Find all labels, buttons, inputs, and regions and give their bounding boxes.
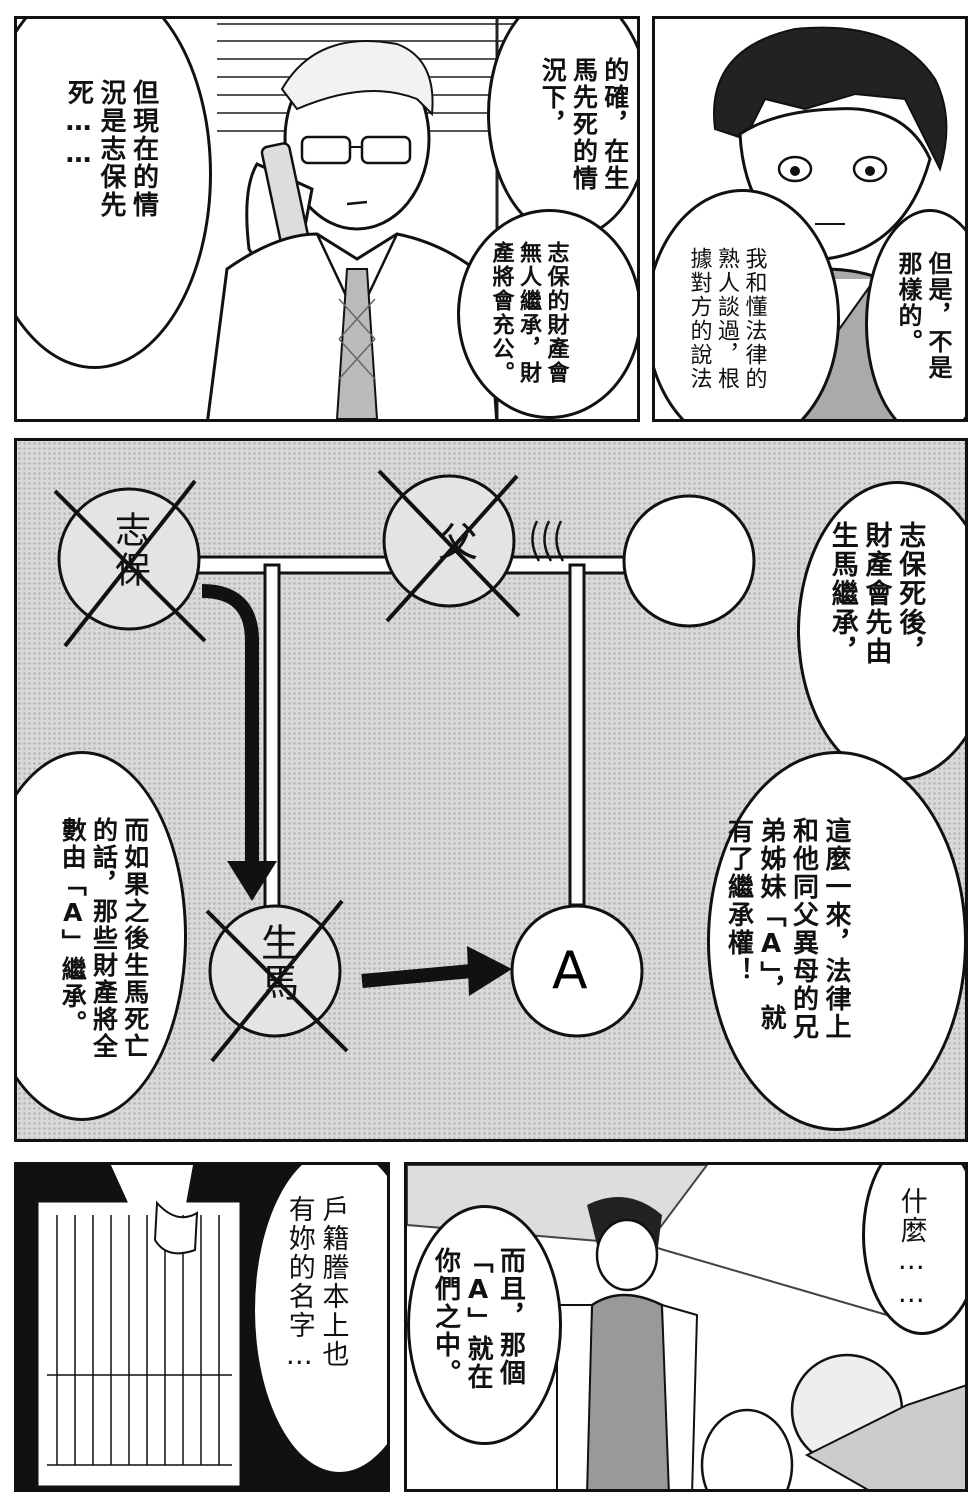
speech-bubble-left [407, 1205, 562, 1445]
family-tree-diagram [53, 469, 756, 1063]
node-a-circle [510, 904, 644, 1038]
arrow-right [361, 964, 473, 988]
dialogue-text: 我和懂法律的 熟人談過，根 據對方的說法 [686, 247, 767, 391]
panel-lawyer-on-phone: 但現在的情 況是志保先 死…… 的確，在生 馬先死的情 況下， 志保的財產會 無… [14, 16, 640, 422]
dialogue-text: 而如果之後生馬死亡 的話，那些財產將全 數由「A」繼承。 [58, 817, 150, 1060]
node-label-father: 父 [431, 521, 477, 563]
panel-family-register: 戶籍謄本上也 有妳的名字… [14, 1162, 390, 1492]
node-label-shiho: 志保 [109, 511, 150, 591]
dialogue-text: 什麼…… [895, 1187, 927, 1311]
speech-bubble-right-top [487, 19, 637, 239]
dialogue-text: 這麼一來，法律上 和他同父異母的兄 弟姊妹「A」，就 有了繼承權！ [723, 817, 852, 1041]
node-ikuma-circle [208, 904, 342, 1038]
dialogue-text: 戶籍謄本上也 有妳的名字… [283, 1195, 349, 1373]
panel-kindaichi: 我和懂法律的 熟人談過，根 據對方的說法 但是，不是 那樣的。 [652, 16, 968, 422]
panel-inheritance-diagram: 志保 父 生馬 A 志保死後， 財產會先由 生馬繼承， 這麼一來，法律上 和他同… [14, 438, 968, 1142]
dialogue-text: 而且，那個 「A」就在 你們之中。 [430, 1247, 526, 1391]
node-label-ikuma: 生馬 [254, 923, 299, 1003]
group-scene-illustration [407, 1165, 965, 1489]
arrow-down [201, 584, 259, 861]
node-shiho-circle [57, 487, 201, 631]
node-mother-circle [622, 494, 756, 628]
speech-bubble-left [17, 751, 187, 1121]
dialogue-text: 志保的財產會 無人繼承，財 產將會充公。 [488, 241, 569, 385]
lawyer-illustration [206, 19, 517, 419]
speech-bubble-middle-right [707, 751, 965, 1131]
speech-bubble-left [655, 189, 840, 419]
dialogue-text: 但是，不是 那樣的。 [894, 251, 952, 381]
panel-group-scene: 什麼…… 而且，那個 「A」就在 你們之中。 [404, 1162, 968, 1492]
speech-bubble-top-right [797, 481, 965, 781]
dialogue-text: 但現在的情 況是志保先 死…… [63, 79, 159, 219]
dialogue-text: 的確，在生 馬先死的情 況下， [538, 57, 630, 192]
family-register-illustration [38, 1165, 240, 1486]
speech-bubble-right [862, 1165, 965, 1335]
node-label-a: A [552, 941, 588, 1001]
cross-out-marks [53, 469, 521, 1063]
speech-bubble-right-bottom [457, 209, 637, 419]
dialogue-text: 志保死後， 財產會先由 生馬繼承， [826, 521, 926, 666]
